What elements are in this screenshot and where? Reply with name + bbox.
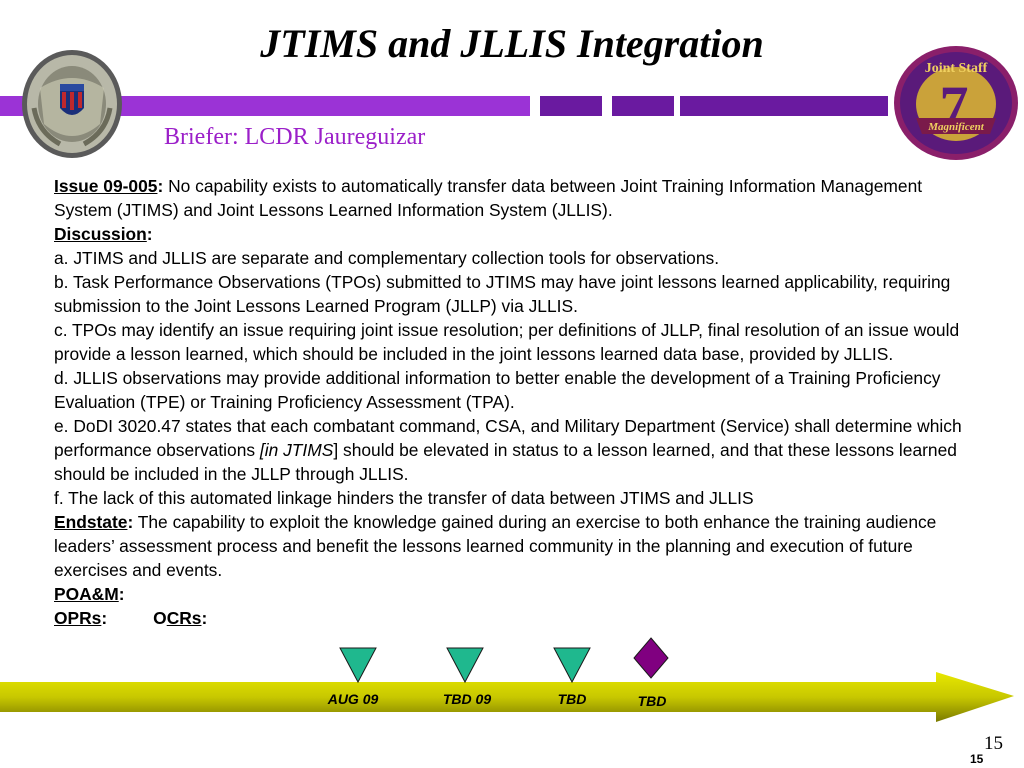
discussion-colon: : [146, 224, 153, 244]
endstate-paragraph: Endstate: The capability to exploit the … [54, 510, 984, 582]
slide-title: JTIMS and JLLIS Integration [260, 21, 764, 66]
discussion-item-c: c. TPOs may identify an issue requiring … [54, 320, 960, 364]
timeline-graphic [0, 637, 1014, 722]
title-underline-bar [0, 96, 530, 116]
title-bar-block [858, 96, 888, 116]
milestone-label-2: TBD 09 [442, 691, 492, 707]
discussion-item-a: a. JTIMS and JLLIS are separate and comp… [54, 248, 720, 268]
page-number: 15 [984, 733, 1003, 754]
ocrs-colon: : [201, 608, 208, 628]
issue-colon: : [157, 176, 164, 196]
milestone-marker-3 [553, 647, 591, 684]
poam-heading: POA&M: [54, 582, 984, 606]
issue-label: Issue 09-005 [54, 176, 158, 196]
endstate-colon: : [127, 512, 134, 532]
oprs-colon: : [101, 608, 108, 628]
milestone-label-3: TBD [557, 691, 587, 707]
joint-staff-j7-seal-logo: Joint Staff 7 Magnificent [894, 46, 1018, 160]
milestone-marker-1 [339, 647, 377, 684]
title-bar-block [540, 96, 602, 116]
discussion-item-e: e. DoDI 3020.47 states that each combata… [54, 414, 984, 486]
milestone-label-1: AUG 09 [327, 691, 379, 707]
opr-ocr-line: OPRs: OCRs: [54, 606, 984, 630]
svg-text:Joint Staff: Joint Staff [925, 61, 988, 76]
issue-paragraph: Issue 09-005: No capability exists to au… [54, 174, 984, 222]
oprs-label: OPRs [54, 608, 102, 628]
title-bar-block [680, 96, 742, 116]
title-bar-block [800, 96, 862, 116]
issue-text: No capability exists to automatically tr… [54, 176, 923, 220]
discussion-item-b: b. Task Performance Observations (TPOs) … [54, 272, 951, 316]
discussion-item-e-part2: ] should be elevated in status to a less… [54, 440, 957, 484]
briefer-line: Briefer: LCDR Jaureguizar [164, 124, 426, 150]
discussion-label: Discussion [54, 224, 147, 244]
timeline-arrow [0, 672, 1014, 722]
endstate-text: The capability to exploit the knowledge … [54, 512, 937, 580]
joint-chiefs-seal-logo [22, 50, 122, 158]
slide-body: Issue 09-005: No capability exists to au… [54, 174, 984, 630]
endstate-label: Endstate [54, 512, 128, 532]
ocrs-label: CRs [166, 608, 202, 628]
title-bar-block [612, 96, 674, 116]
svg-text:Magnificent: Magnificent [927, 121, 985, 133]
discussion-heading: Discussion: [54, 222, 984, 246]
poam-label: POA&M [54, 584, 119, 604]
discussion-item-f: f. The lack of this automated linkage hi… [54, 488, 754, 508]
discussion-item-e-part1: e. DoDI 3020.47 states that each combata… [54, 416, 962, 460]
discussion-item-d: d. JLLIS observations may provide additi… [54, 368, 941, 412]
page-number-small: 15 [970, 752, 984, 766]
discussion-item-e-italic: [in JTIMS [259, 440, 334, 460]
title-bar-block [740, 96, 802, 116]
milestone-label-4: TBD [637, 693, 667, 709]
milestone-marker-2 [446, 647, 484, 684]
ocrs-prefix: O [153, 608, 167, 628]
milestone-marker-4 [633, 637, 669, 679]
poam-colon: : [118, 584, 125, 604]
